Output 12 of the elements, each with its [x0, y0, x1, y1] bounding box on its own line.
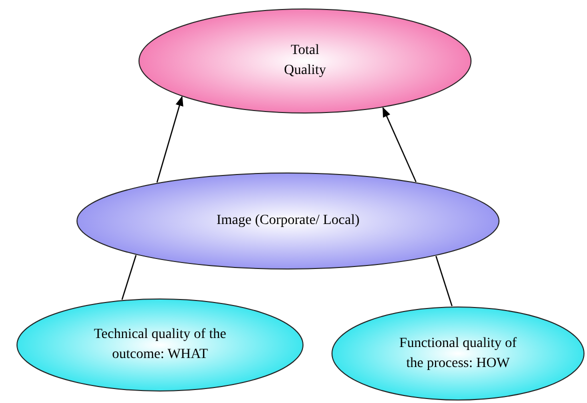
connector-line: [121, 254, 137, 300]
arrow: [382, 106, 417, 182]
node-label: Technical quality of the outcome: WHAT: [92, 326, 228, 364]
node-label: Image (Corporate/ Local): [216, 212, 360, 230]
arrow: [156, 96, 184, 183]
connector-line: [435, 256, 453, 306]
node-label: Functional quality of the process: HOW: [398, 334, 518, 372]
ellipse-node: [331, 306, 585, 401]
ellipse-node: [16, 298, 304, 392]
node-label: Total Quality: [283, 42, 327, 80]
ellipse-node: [138, 8, 472, 114]
ellipse-node: [76, 172, 500, 270]
